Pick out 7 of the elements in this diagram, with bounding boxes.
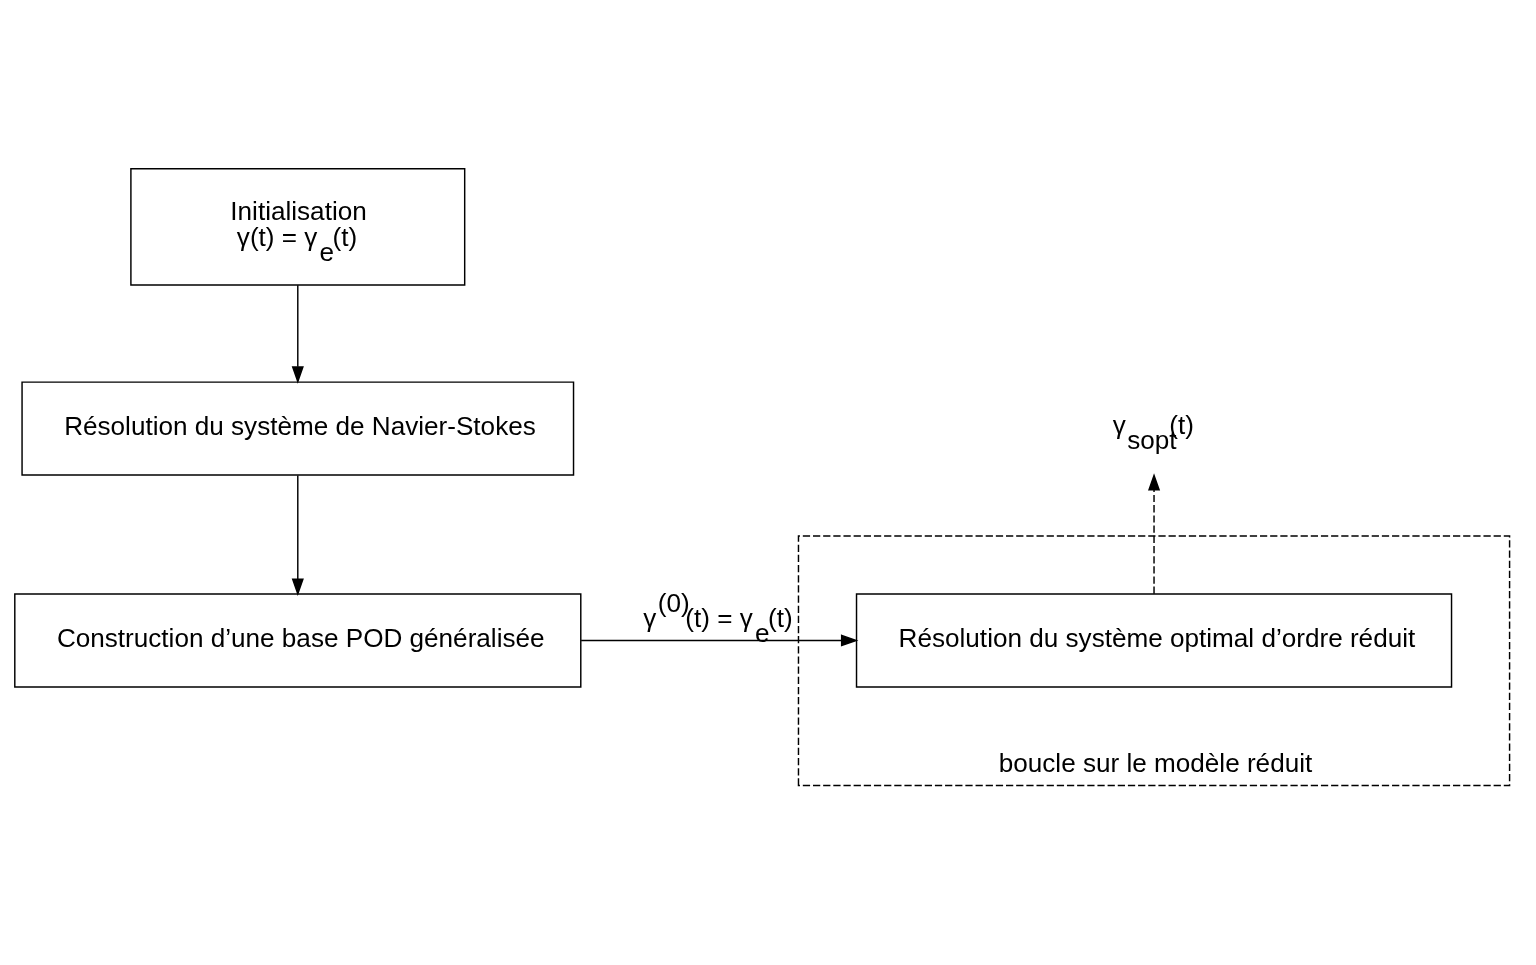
arrow	[1147, 472, 1161, 594]
node-box: Résolution du système de Navier-Stokes	[21, 380, 575, 476]
node-box: Construction d’une base POD généralisée	[14, 592, 582, 688]
arrow	[291, 284, 304, 384]
arrow	[291, 474, 304, 596]
node-box: Résolution du système optimal d’ordre réduit	[855, 592, 1453, 688]
arrow	[580, 633, 859, 647]
